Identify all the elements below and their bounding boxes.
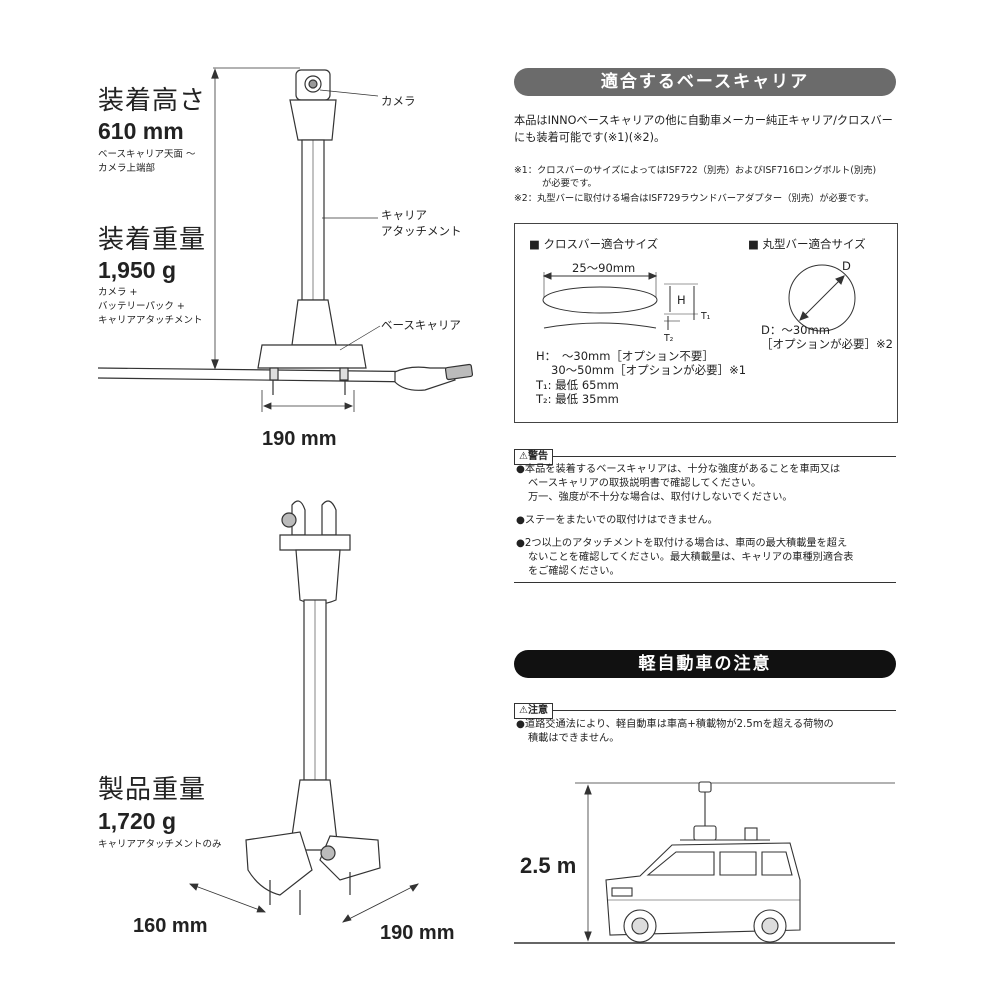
top-width-dimension-line	[261, 390, 355, 412]
h-size-line2: 30～50mm［オプションが必要］※1	[551, 363, 747, 377]
d-size-line2: ［オプションが必要］※2	[761, 337, 893, 351]
warning-item1-a: ●本品を装着するベースキャリアは、十分な強度があることを車両又は	[516, 464, 841, 475]
warning-bottom-rule	[514, 582, 896, 583]
bottom-left-dimension: 160 mm	[133, 915, 208, 937]
crossbar-size-title: ■ クロスバー適合サイズ	[529, 237, 659, 251]
base-carrier-bar	[97, 363, 474, 391]
h-size-line1: H： ～30mm［オプション不要］	[536, 349, 714, 363]
crossbar-T1-label: T₁	[701, 311, 711, 322]
kei-caution-b: 積載はできません。	[528, 733, 620, 744]
warning-item2: ●ステーをまたいでの取付けはできません。	[516, 515, 718, 526]
warning-header: ⚠警告	[514, 449, 553, 465]
product-weight-value: 1,720 g	[98, 808, 176, 834]
compat-note1-a: ※1：クロスバーのサイズによってはISF722（別売）およびISF716ロングボ…	[514, 165, 877, 176]
warning-item3-c: をご確認ください。	[528, 566, 620, 577]
compat-note1-b: が必要です。	[542, 178, 597, 189]
compat-note2: ※2：丸型バーに取付ける場合はISF729ラウンドバーアダプター（別売）が必要で…	[514, 193, 875, 204]
kei-top-rule	[514, 710, 896, 711]
kei-height-label: 2.5 m	[520, 853, 577, 878]
warning-item1-c: 万一、強度が不十分な場合は、取付けしないでください。	[528, 492, 793, 503]
crossbar-H-label: H	[677, 293, 686, 307]
base-carrier-label: ベースキャリア	[381, 318, 461, 332]
kei-caution-header: ⚠注意	[514, 703, 553, 719]
crossbar-T2-label: T₂	[664, 333, 674, 344]
roundbar-D-label: D	[842, 259, 851, 273]
mount-height-note: ベースキャリア天面 ～ カメラ上端部	[98, 149, 196, 174]
attachment-only-drawing	[245, 500, 381, 915]
crossbar-width-range: 25～90mm	[572, 261, 636, 275]
d-size-line1: D：～30mm	[761, 323, 830, 337]
product-weight-note: キャリアアタッチメントのみ	[98, 839, 222, 850]
kei-section-title: 軽自動車の注意	[514, 650, 896, 678]
mount-weight-title: 装着重量	[98, 225, 207, 255]
mount-height-value: 610 mm	[98, 118, 184, 144]
mount-height-title: 装着高さ	[98, 86, 207, 116]
mounted-attachment-drawing	[257, 69, 381, 395]
attachment-label: キャリア アタッチメント	[381, 208, 462, 238]
bottom-dimension-lines	[189, 883, 419, 923]
mount-weight-note: カメラ + バッテリーパック + キャリアアタッチメント	[98, 287, 203, 326]
t1-size-line: T₁: 最低 65mm	[536, 378, 619, 392]
bottom-right-dimension: 190 mm	[380, 922, 455, 944]
warning-item1-b: ベースキャリアの取扱説明書で確認してください。	[528, 478, 762, 489]
warning-top-rule	[514, 456, 896, 457]
mount-weight-value: 1,950 g	[98, 257, 176, 283]
roundbar-size-title: ■ 丸型バー適合サイズ	[748, 237, 866, 251]
product-illustrations	[97, 67, 474, 923]
kei-caution-a: ●道路交通法により、軽自動車は車高+積載物が2.5mを超える荷物の	[516, 719, 834, 730]
warning-item3-a: ●2つ以上のアタッチメントを取付ける場合は、車両の最大積載量を超え	[516, 538, 848, 549]
warning-item3-b: ないことを確認してください。最大積載量は、キャリアの車種別適合表	[528, 552, 854, 563]
height-dimension-line	[211, 67, 300, 370]
top-width-dimension: 190 mm	[262, 428, 337, 450]
t2-size-line: T₂: 最低 35mm	[536, 392, 619, 406]
compat-intro: 本品はINNOベースキャリアの他に自動車メーカー純正キャリア/クロスバーにも装着…	[514, 114, 893, 144]
camera-label: カメラ	[381, 94, 416, 108]
size-chart-box	[514, 223, 898, 423]
compat-section-title: 適合するベースキャリア	[514, 68, 896, 96]
product-weight-title: 製品重量	[98, 775, 207, 805]
